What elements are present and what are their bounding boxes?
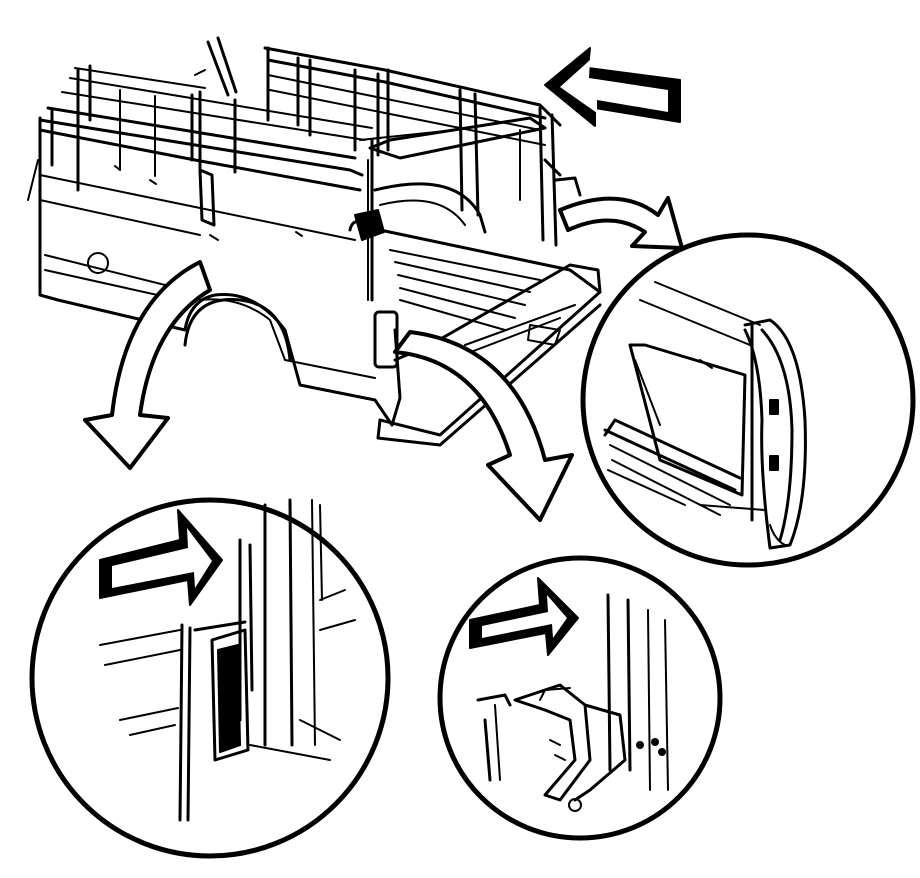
detail-view-stake-pocket-front <box>29 497 391 859</box>
front-direction-arrow-icon <box>544 47 681 127</box>
detail-view-tailgate-hinge <box>580 232 916 568</box>
pickup-bed-illustration <box>27 36 602 447</box>
detail-view-stake-pocket-rear <box>437 555 723 841</box>
callout-arrow-center-icon <box>393 330 574 522</box>
callout-arrow-right-icon <box>558 196 684 250</box>
callout-arrow-left-icon <box>83 260 212 470</box>
